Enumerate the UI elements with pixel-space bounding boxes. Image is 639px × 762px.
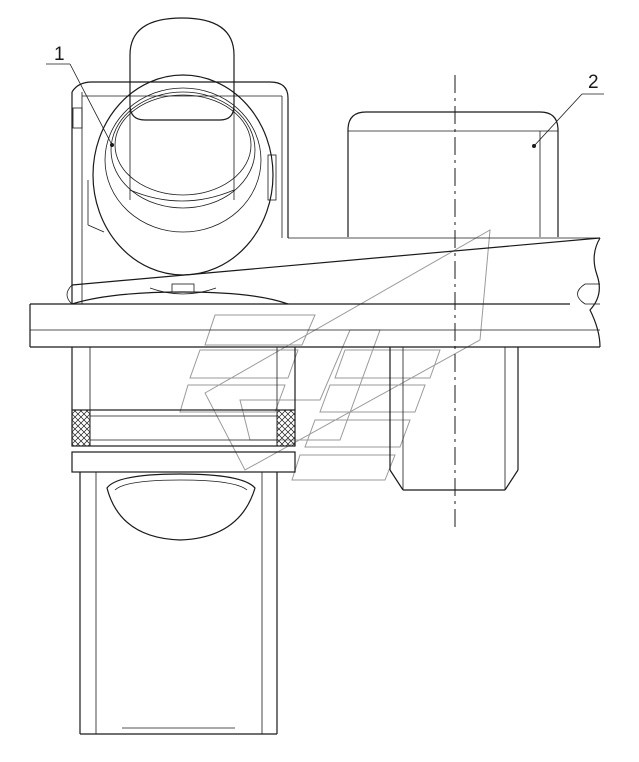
part-1-housing (71, 17, 289, 305)
horizontal-shaft (29, 237, 601, 348)
part-2-block (347, 111, 559, 237)
callout-1-label: 1 (54, 44, 65, 65)
callout-1: 1 (46, 44, 114, 147)
callout-2-label: 2 (588, 72, 599, 93)
part-1-stem (71, 347, 296, 735)
callout-2: 2 (532, 72, 604, 148)
lower-bolt (389, 347, 519, 491)
watermark-logo (179, 229, 491, 481)
